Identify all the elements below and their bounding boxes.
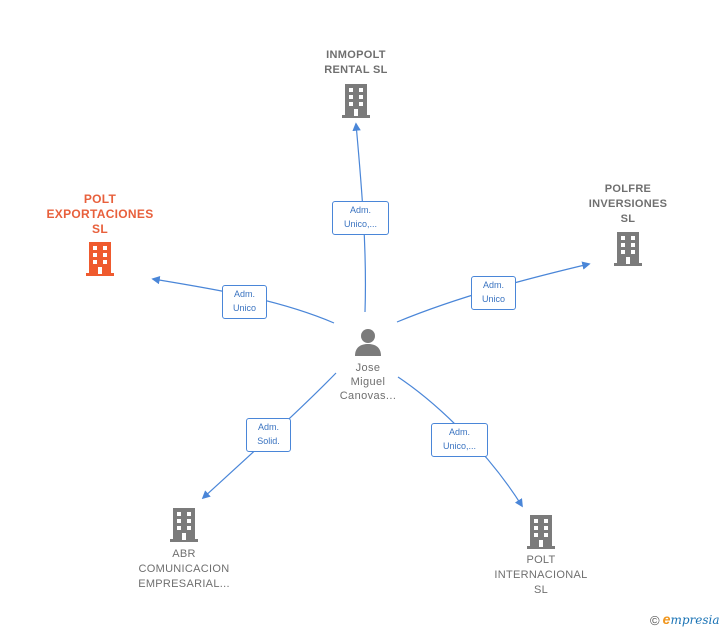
company-node-inmopolt[interactable]: INMOPOLT RENTAL SL xyxy=(304,48,408,119)
relation-role: Unico xyxy=(232,303,256,313)
company-name: POLFRE xyxy=(604,183,652,195)
company-name: POLT xyxy=(83,192,117,206)
copyright-symbol: © xyxy=(650,613,660,628)
company-name: SL xyxy=(620,213,636,225)
brand-logo-text: mpresia xyxy=(670,613,720,627)
relation-role: Unico xyxy=(481,294,505,304)
person-node-center[interactable]: Jose Miguel Canovas... xyxy=(318,327,418,403)
building-icon xyxy=(527,515,555,549)
brand-logo-initial: e xyxy=(662,611,671,627)
person-name: Miguel xyxy=(350,376,386,388)
company-name: SL xyxy=(533,584,549,596)
building-icon xyxy=(614,232,642,266)
company-node-polt-internacional[interactable]: POLT INTERNACIONAL SL xyxy=(482,514,600,598)
company-name: INMOPOLT xyxy=(326,49,386,61)
company-node-polt-exportaciones[interactable]: POLT EXPORTACIONES SL xyxy=(34,192,166,277)
company-name: COMUNICACION xyxy=(138,563,230,575)
company-name: POLT xyxy=(526,554,556,566)
company-name: SL xyxy=(92,222,108,236)
building-icon xyxy=(86,242,114,276)
relation-role: Adm. xyxy=(349,205,371,215)
company-name: INTERNACIONAL xyxy=(494,569,588,581)
relation-role: Adm. xyxy=(233,289,255,299)
building-icon xyxy=(170,508,198,542)
company-name: EXPORTACIONES xyxy=(46,207,154,221)
company-name: ABR xyxy=(172,548,196,560)
relation-role: Adm. xyxy=(448,427,470,437)
company-node-abr[interactable]: ABR COMUNICACION EMPRESARIAL... xyxy=(124,507,244,592)
relation-tag-inmopolt[interactable]: Adm. Unico,... xyxy=(332,201,389,235)
relation-role: Adm. xyxy=(257,422,279,432)
person-icon xyxy=(355,329,381,356)
relation-role: Solid. xyxy=(257,436,280,446)
relation-role: Unico,... xyxy=(442,441,476,451)
relation-tag-polt-internacional[interactable]: Adm. Unico,... xyxy=(431,423,488,457)
company-name: RENTAL SL xyxy=(324,64,388,76)
relation-tag-abr[interactable]: Adm. Solid. xyxy=(246,418,291,452)
relation-tag-polfre[interactable]: Adm. Unico xyxy=(471,276,516,310)
company-name: EMPRESARIAL... xyxy=(138,578,230,590)
relation-role: Adm. xyxy=(482,280,504,290)
company-node-polfre[interactable]: POLFRE INVERSIONES SL xyxy=(576,182,680,267)
empresia-watermark: © empresia xyxy=(650,611,720,628)
person-name: Canovas... xyxy=(339,390,397,402)
person-name: Jose xyxy=(355,362,381,374)
relation-tag-polt-exportaciones[interactable]: Adm. Unico xyxy=(222,285,267,319)
building-icon xyxy=(342,84,370,118)
relation-role: Unico,... xyxy=(343,219,377,229)
company-name: INVERSIONES xyxy=(588,198,668,210)
